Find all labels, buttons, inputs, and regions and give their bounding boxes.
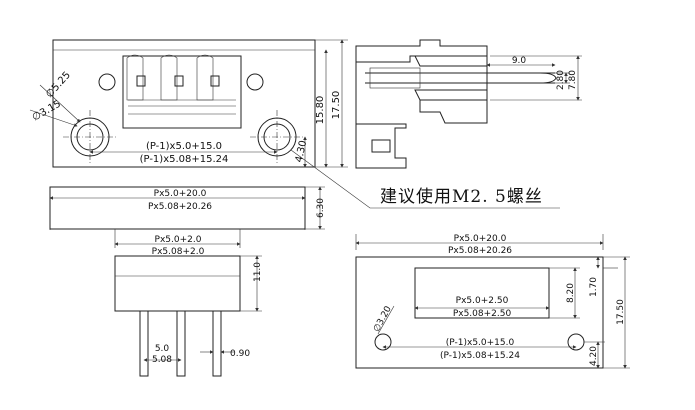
screw-hole-left xyxy=(63,110,117,164)
bottom-inner-line1: Px5.0+2.0 xyxy=(155,235,202,245)
pin-length-label: 9.0 xyxy=(512,56,527,66)
pin-dia-label: 0.90 xyxy=(230,349,250,359)
cutout-width-line2: Px5.08+20.26 xyxy=(448,246,512,256)
front-pitch-line1: (P-1)x5.0+15.0 xyxy=(146,141,222,152)
bottom-view: Px5.0+20.0 Px5.08+20.26 6.30 Px5.0+2.0 P… xyxy=(49,186,326,377)
pin-h2-label: 7.80 xyxy=(568,70,578,90)
plug-body xyxy=(114,255,241,312)
cutout-hole-left xyxy=(374,333,392,351)
slot-width-line2: Px5.08+2.50 xyxy=(453,309,512,319)
slot-height-label: 8.20 xyxy=(566,283,576,303)
cutout-panel-outline xyxy=(355,256,604,369)
screw-hole-right xyxy=(250,110,304,164)
bottom-width-line2: Px5.08+20.26 xyxy=(148,202,212,212)
front-pitch-line2: (P-1)x5.08+15.24 xyxy=(140,154,229,165)
small-hole-left xyxy=(98,73,116,91)
cutout-total-height: 17.50 xyxy=(616,299,626,325)
slot-width-line1: Px5.0+2.50 xyxy=(456,296,509,306)
front-view: ∅5.25 ∅3.15 (P-1)x5.0+15.0 (P-1)x5.08+15… xyxy=(29,39,560,209)
cutout-pitch-line2: (P-1)x5.08+15.24 xyxy=(440,351,520,361)
pin-h1-label: 2.80 xyxy=(556,70,566,90)
pin-3 xyxy=(212,310,222,377)
bottom-body-outline xyxy=(49,186,306,230)
cutout-width-line1: Px5.0+20.0 xyxy=(454,234,507,244)
cutout-pitch-line1: (P-1)x5.0+15.0 xyxy=(446,338,515,348)
pin-2 xyxy=(176,310,186,377)
dia-outer-label: ∅5.25 xyxy=(44,70,73,100)
bottom-height-label: 11.0 xyxy=(253,262,263,282)
cutout-hole-offset: 4.20 xyxy=(589,346,599,366)
bottom-inner-line2: Px5.08+2.0 xyxy=(152,247,205,257)
slot-offset-label: 1.70 xyxy=(589,277,599,297)
pin-1 xyxy=(139,310,149,377)
screw-recommendation-note: 建议使用M2. 5螺丝 xyxy=(380,186,543,207)
front-body-outline xyxy=(52,39,316,168)
cutout-hole-dia: ∅3.20 xyxy=(372,304,394,334)
terminal-block xyxy=(122,54,242,129)
bottom-width-line1: Px5.0+20.0 xyxy=(154,189,207,199)
cutout-slot xyxy=(414,267,550,319)
bottom-thickness-label: 6.30 xyxy=(316,198,326,218)
pin-pitch-a: 5.0 xyxy=(155,344,170,354)
height-outer-label: 17.50 xyxy=(331,91,342,120)
cutout-hole-right xyxy=(567,333,585,351)
side-view: 9.0 2.80 7.80 xyxy=(355,39,582,169)
hole-offset-label: 4.30 xyxy=(294,139,309,163)
cutout-view: Px5.0+20.0 Px5.08+20.26 Px5.0+2.50 Px5.0… xyxy=(355,234,630,369)
pin-pitch-b: 5.08 xyxy=(152,355,172,365)
height-inner-label: 15.80 xyxy=(315,96,326,125)
small-hole-right xyxy=(246,73,264,91)
